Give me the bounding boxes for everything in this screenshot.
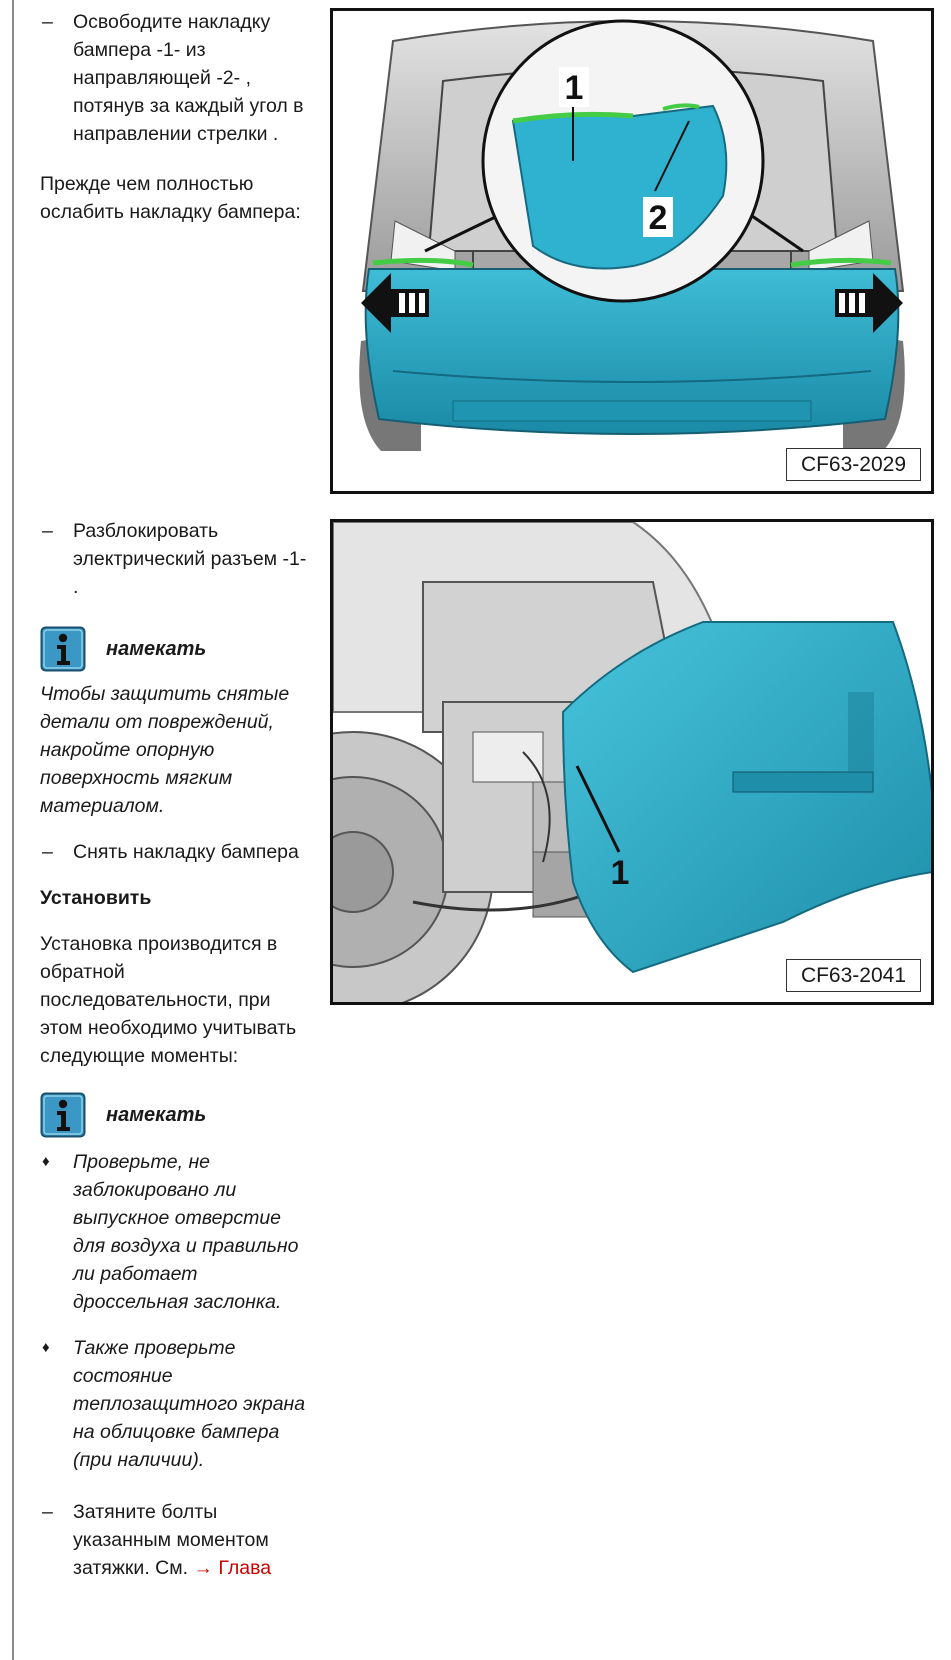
bullet-item-1: ♦ Проверьте, не заблокировано ли выпускн… xyxy=(42,1151,299,1313)
info-icon xyxy=(40,1092,86,1138)
info-icon xyxy=(40,626,86,672)
arrow-left-icon xyxy=(361,273,429,333)
install-text: Установка производится в обратной послед… xyxy=(40,933,297,1067)
bullet-item-2: ♦ Также проверьте состояние теплозащитно… xyxy=(42,1337,306,1471)
callout-2: 2 xyxy=(649,199,668,237)
left-margin-rule xyxy=(12,0,14,1660)
callout-1: 1 xyxy=(565,69,584,107)
connector-illustration: 1 xyxy=(333,522,931,1002)
text-block-connector: – Разблокировать электрический разъем -1… xyxy=(40,517,315,1582)
arrow-right-icon xyxy=(835,273,903,333)
figure-rear-bumper: 1 2 CF63-2029 xyxy=(330,8,934,494)
figure-code: CF63-2041 xyxy=(785,959,921,992)
hint-header-2: намекать xyxy=(40,1092,315,1138)
step-remove-trim: – Снять накладку бампера xyxy=(42,841,299,863)
step-tighten: – Затяните болты указанным моментом затя… xyxy=(42,1501,272,1579)
callout-1: 1 xyxy=(611,854,630,892)
step-unlock-connector: – Разблокировать электрический разъем -1… xyxy=(42,520,307,598)
chapter-link[interactable]: → Глава xyxy=(193,1557,272,1579)
rear-bumper-illustration: 1 2 xyxy=(333,11,931,491)
step-release-trim: – Освободите накладку бампера -1- из нап… xyxy=(42,11,304,145)
hint-protect-text: Чтобы защитить снятые детали от поврежде… xyxy=(40,683,290,817)
hint-label-2: намекать xyxy=(106,1104,207,1126)
figure-code: CF63-2029 xyxy=(785,448,921,481)
install-heading: Установить xyxy=(40,887,152,909)
before-loosening-text: Прежде чем полностью ослабить накладку б… xyxy=(40,173,301,223)
text-block-release: – Освободите накладку бампера -1- из нап… xyxy=(40,8,315,226)
hint-header: намекать xyxy=(40,626,315,672)
hint-label: намекать xyxy=(106,638,207,660)
figure-connector: 1 CF63-2041 xyxy=(330,519,934,1005)
